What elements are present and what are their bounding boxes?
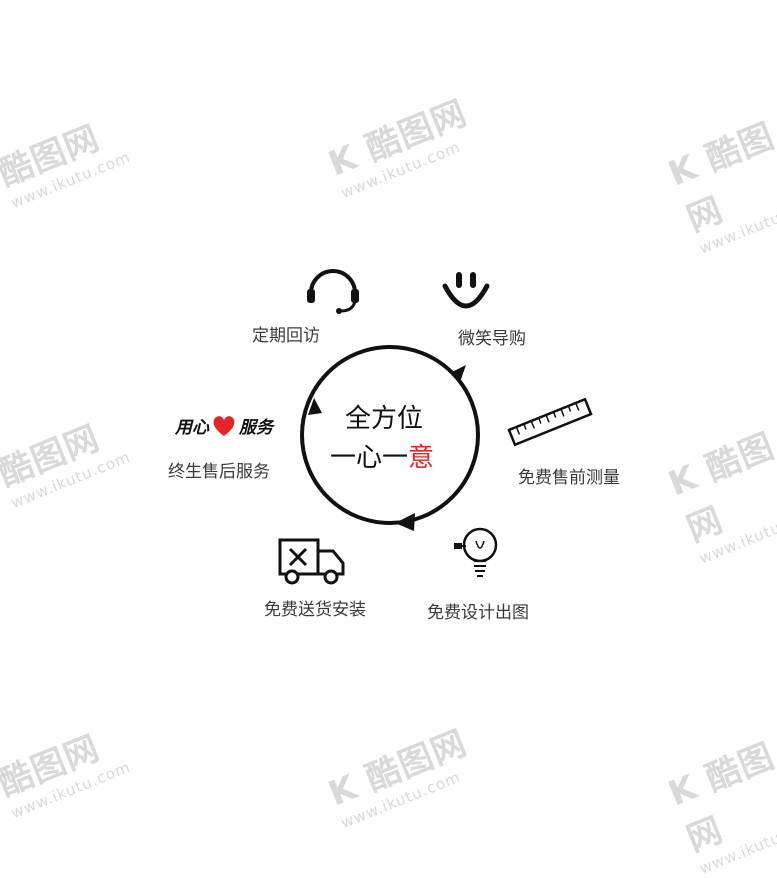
lightbulb-icon [454, 527, 498, 577]
watermark: K 酷图网 www.ikutu.com [662, 736, 777, 878]
truck-icon [278, 538, 345, 585]
label-measure: 免费售前测量 [518, 468, 620, 488]
label-smile: 微笑导购 [458, 329, 526, 349]
service-badge: 用心 服务 [175, 413, 273, 438]
watermark: 酷图网 www.ikutu.com [0, 728, 134, 823]
ring-arrow-icon [308, 398, 322, 415]
ring-arrow-icon [450, 365, 466, 382]
label-delivery: 免费送货安装 [264, 600, 366, 620]
watermark: 酷图网 www.ikutu.com [0, 418, 134, 513]
watermark: K 酷图网 www.ikutu.com [322, 93, 473, 203]
watermark: K 酷图网 www.ikutu.com [322, 723, 473, 833]
ring-arrow-icon [395, 513, 415, 531]
label-visit: 定期回访 [252, 326, 320, 346]
watermark: K 酷图网 www.ikutu.com [662, 116, 777, 258]
label-design: 免费设计出图 [427, 603, 529, 623]
ruler-icon [507, 397, 593, 447]
label-lifelong: 终生售后服务 [168, 462, 270, 482]
cycle-ring [300, 345, 480, 531]
smiley-icon [442, 272, 490, 309]
heart-icon [213, 415, 235, 436]
center-title: 全方位 [345, 404, 424, 434]
watermark: K 酷图网 www.ikutu.com [662, 426, 777, 568]
watermark: 酷图网 www.ikutu.com [0, 118, 134, 213]
center-subtitle: 一心一意 [330, 443, 435, 473]
headset-icon [307, 269, 359, 314]
